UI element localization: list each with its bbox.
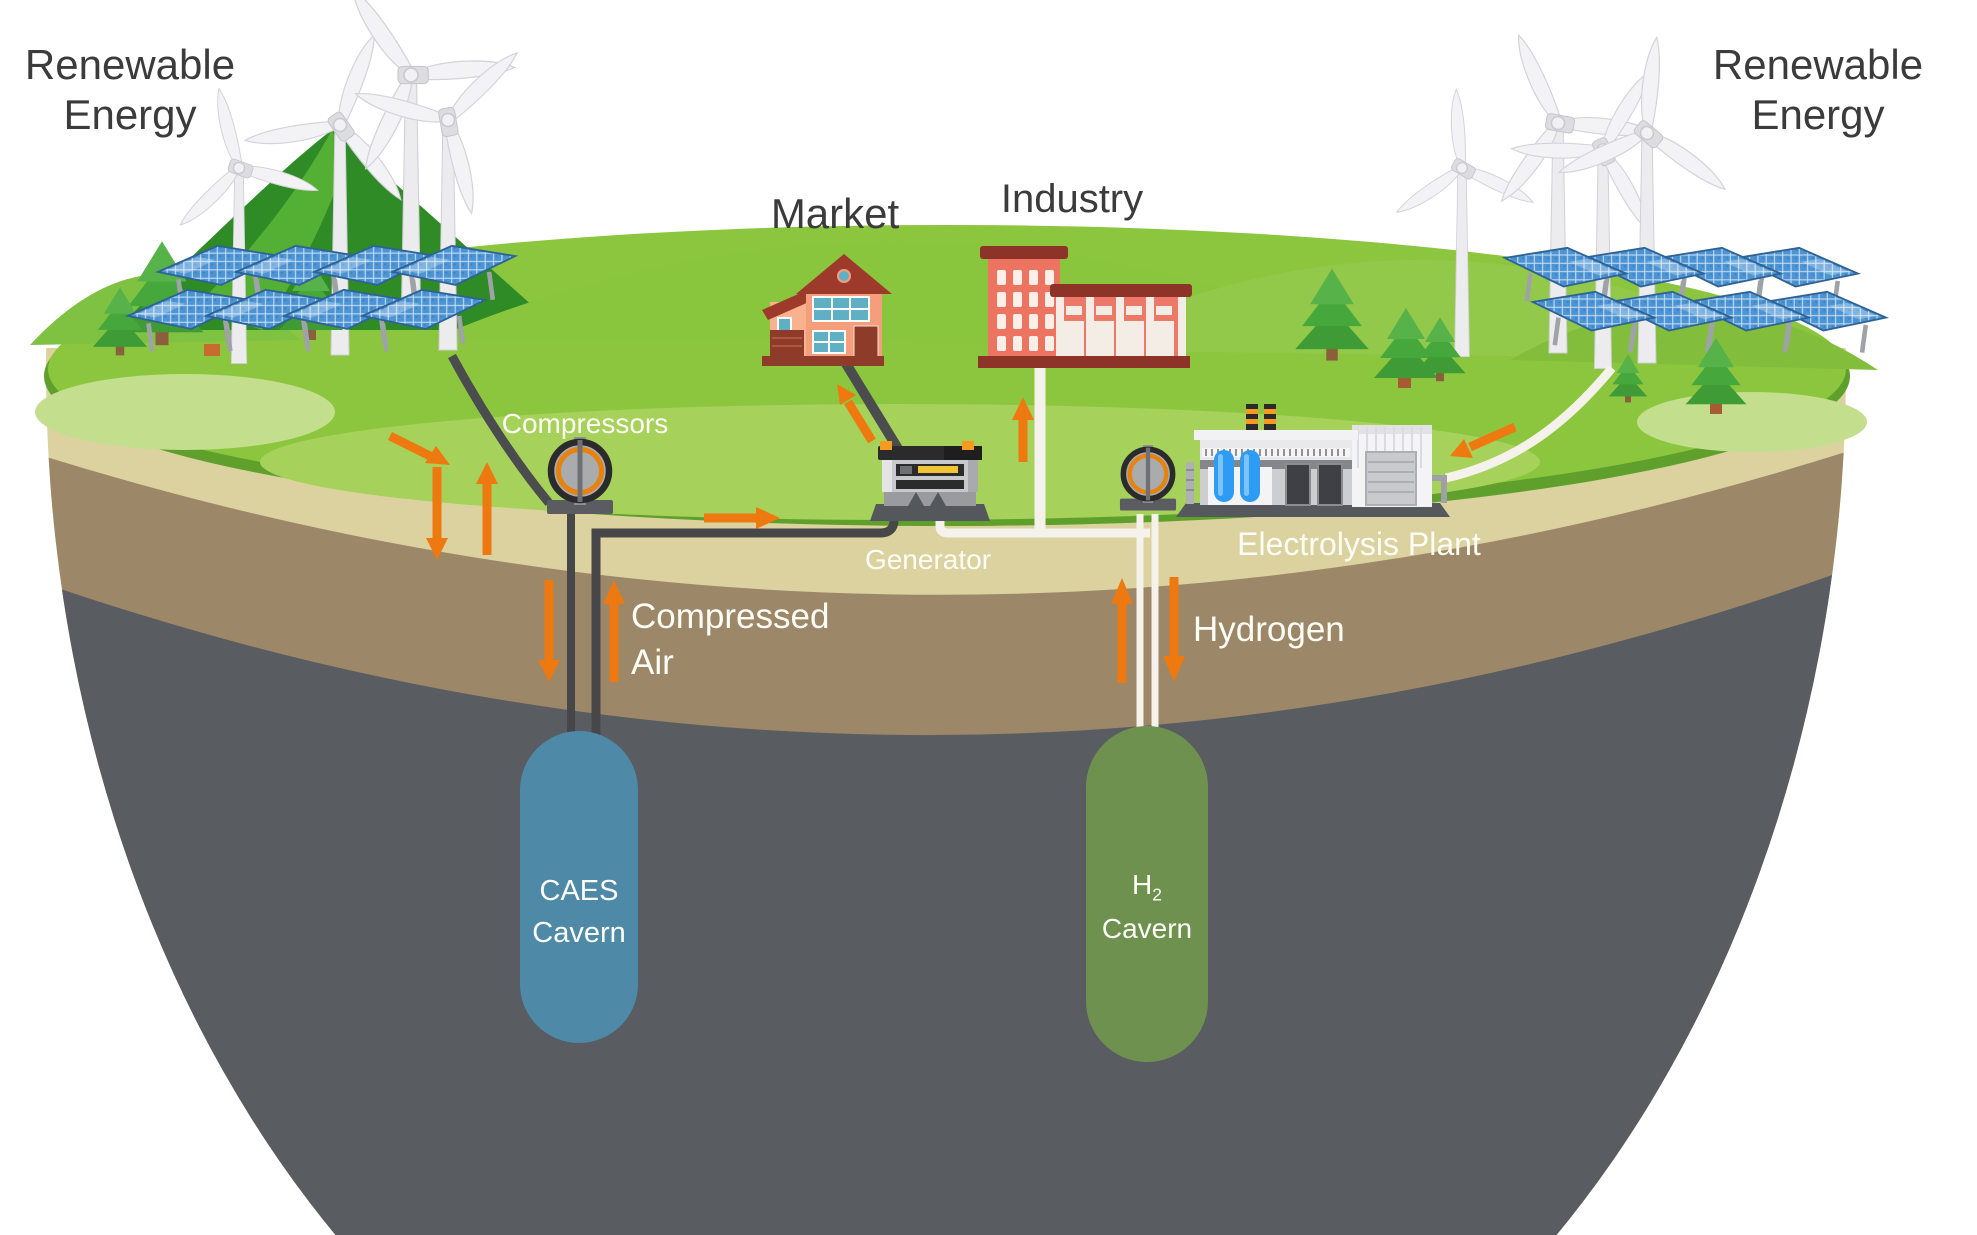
flow-arrows [387,384,1517,683]
tree-tub [1398,378,1411,388]
generator-unit [870,441,990,521]
tree-tub [1710,404,1722,414]
caes-cavern-shape [520,731,638,1043]
pine-trees-left [92,241,343,356]
arrow-h2-up-cavern [1111,578,1133,683]
arrow-air-down-wellhead [426,467,448,560]
market-house [762,254,892,366]
h2-cavern-shape [1086,726,1208,1062]
arrow-solar-to-compressor [387,431,450,465]
arrow-h2-to-industry [1012,397,1034,462]
lawn-highlight [1637,392,1867,452]
arrow-air-up-wellhead [476,462,498,555]
industry-building [978,246,1192,368]
arrow-h2-down-cavern [1163,577,1185,682]
power-cable-solar-to-compressor [448,353,553,506]
pine-trees-right [1374,308,1747,414]
arrow-air-up-pipe [603,580,625,682]
arrow-air-to-generator [704,507,780,529]
electrolysis-plant [1176,404,1450,517]
arrow-air-down-pipe [538,580,560,682]
hydrogen-pipe-to-generator [935,510,1150,538]
rock-layer-gray [46,568,1846,1235]
arrow-solar-to-electrolysis [1450,422,1517,458]
power-cable-generator-to-market [840,359,905,455]
lawn-highlight [35,374,335,450]
arrow-power-to-market [837,384,876,444]
transformer-box [204,344,220,356]
compressor-wellhead-icon [547,437,613,514]
h2-wellhead-icon [1120,445,1176,510]
power-cable-solar-to-electrolysis [1444,365,1616,483]
